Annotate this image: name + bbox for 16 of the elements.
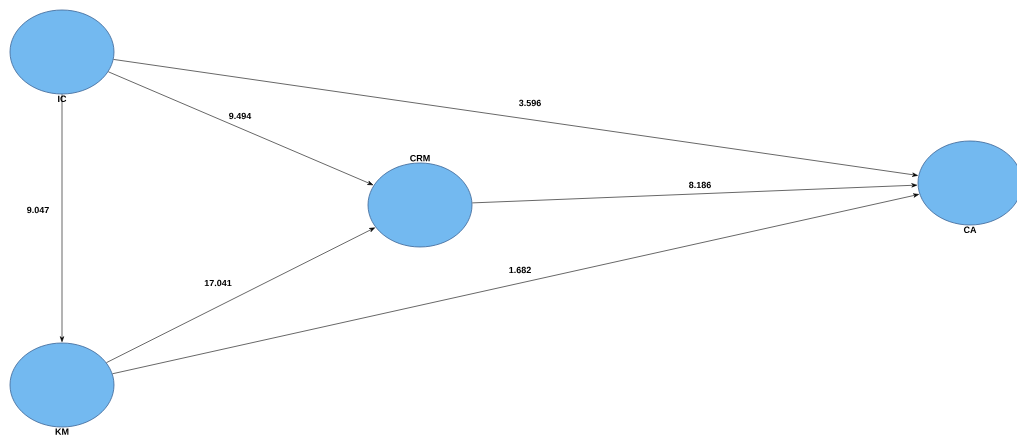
node-label: KM xyxy=(55,428,69,435)
arrow xyxy=(106,227,375,363)
arrow xyxy=(113,59,918,177)
edge-label: 8.186 xyxy=(687,180,713,190)
arrow xyxy=(59,94,65,342)
node-label: CA xyxy=(963,226,977,233)
edge-label: 9.494 xyxy=(227,111,253,121)
node-label: IC xyxy=(58,95,67,102)
node-label: CRM xyxy=(410,155,430,162)
arrow xyxy=(108,71,374,186)
arrow xyxy=(112,193,919,375)
edge-label: 3.596 xyxy=(517,98,543,108)
arrow xyxy=(472,183,918,204)
edge-label: 1.682 xyxy=(507,265,533,275)
edge-label: 9.047 xyxy=(25,205,51,215)
edge-label: 17.041 xyxy=(203,278,233,288)
